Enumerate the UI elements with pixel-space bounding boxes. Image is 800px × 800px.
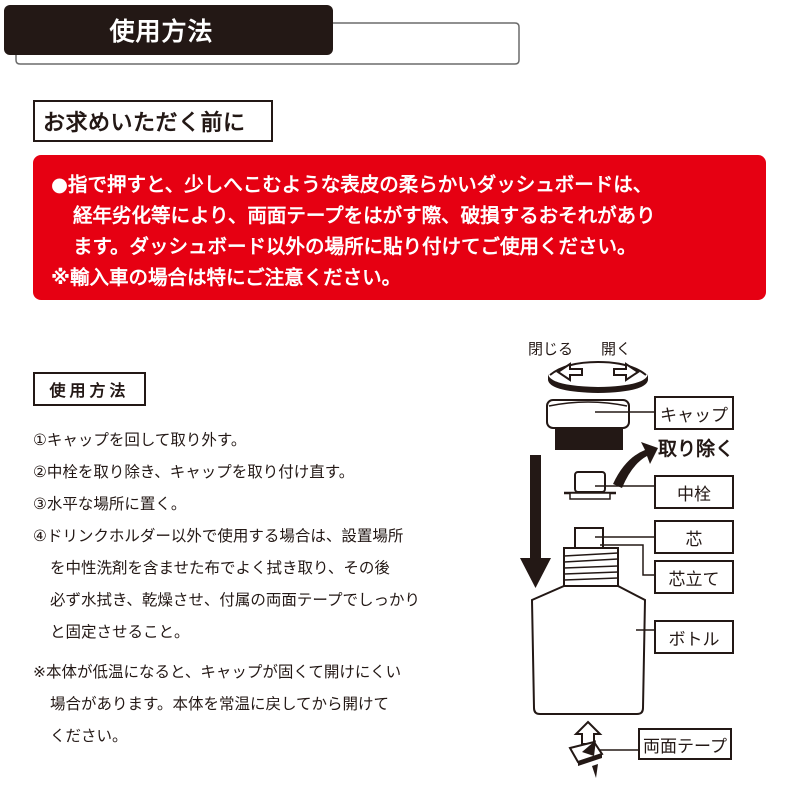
remove-label: 取り除く (658, 438, 735, 460)
up-arrow-icon (573, 720, 603, 745)
step-4-cont: を中性洗剤を含ませた布でよく拭き取り、その後 (50, 559, 390, 577)
bottle-shape (530, 585, 655, 715)
step-4-cont: 必ず水拭き、乾燥させ、付属の両面テープでしっかり (50, 591, 420, 609)
header-underline-frame (15, 22, 520, 65)
label-bottle: ボトル (654, 620, 734, 654)
warning-line: ●指で押すと、少しへこむような表皮の柔らかいダッシュボードは、 (51, 173, 653, 196)
rotate-close-label: 閉じる (528, 340, 574, 358)
step-4-cont: と固定させること。 (50, 623, 190, 641)
warning-line: 経年劣化等により、両面テープをはがす際、破損するおそれがあり (73, 204, 656, 227)
label-wick-stand: 芯立て (654, 560, 734, 594)
diagram-illustration (520, 360, 658, 778)
header-banner: 使用方法 (4, 5, 333, 55)
double-tape-icon (568, 740, 638, 778)
usage-heading: 使用方法 (33, 372, 146, 406)
warning-note: ※輸入車の場合は特にご注意ください。 (51, 266, 402, 289)
wick-stand-threads (563, 544, 655, 587)
down-arrow-icon (520, 455, 551, 588)
step-2: ②中栓を取り除き、キャップを取り付け直す。 (33, 463, 355, 481)
label-double-tape: 両面テープ (638, 728, 732, 760)
label-cap: キャップ (654, 396, 734, 430)
rotate-open-label: 開く (601, 340, 632, 358)
label-inner-plug: 中栓 (654, 475, 734, 509)
step-1: ①キャップを回して取り外す。 (33, 431, 247, 449)
usage-note: ※本体が低温になると、キャップが固くて開けにくい (33, 663, 402, 681)
warning-line: ます。ダッシュボード以外の場所に貼り付けてご使用ください。 (73, 235, 637, 258)
cap-shape (546, 399, 655, 450)
header-frame-outline (15, 22, 520, 65)
usage-steps: ①キャップを回して取り外す。 ②中栓を取り除き、キャップを取り付け直す。 ③水平… (33, 424, 493, 752)
product-diagram: 閉じる 開く キャップ 取り除く 中栓 芯 芯立て ボトル 両面テープ (500, 330, 770, 780)
label-wick: 芯 (654, 520, 734, 554)
inner-plug-shape (564, 471, 655, 500)
step-3: ③水平な場所に置く。 (33, 495, 187, 513)
before-purchase-heading: お求めいただく前に (33, 100, 273, 142)
rotate-arrows-icon (548, 360, 648, 393)
usage-note-cont: ください。 (50, 727, 128, 745)
remove-arrow-icon (613, 442, 658, 488)
usage-note-cont: 場合があります。本体を常温に戻してから開けて (50, 695, 389, 713)
warning-box: ●指で押すと、少しへこむような表皮の柔らかいダッシュボードは、 経年劣化等により… (33, 155, 766, 300)
step-4: ④ドリンクホルダー以外で使用する場合は、設置場所 (33, 527, 404, 545)
page-title: 使用方法 (109, 17, 214, 46)
